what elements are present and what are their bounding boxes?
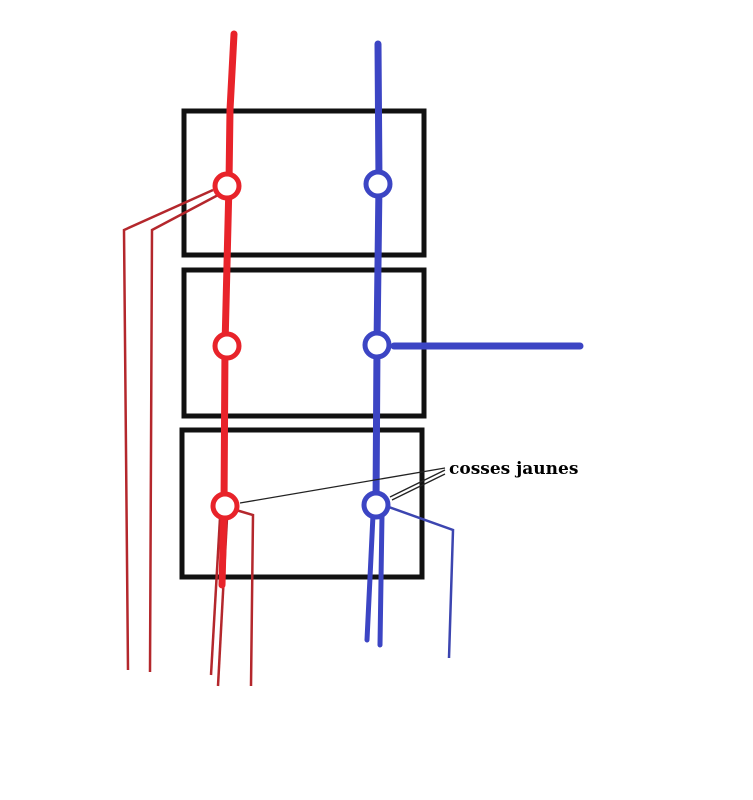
box-bottom [179, 427, 425, 580]
terminal-red-middle [212, 331, 242, 361]
left-red-wires [122, 188, 221, 673]
bottom-red-wires [209, 508, 255, 687]
terminal-red-bottom [210, 491, 240, 521]
box-top [181, 108, 427, 258]
terminal-blue-top [363, 169, 393, 199]
annotation-leaders [239, 467, 446, 504]
bottom-blue-wires [364, 512, 385, 648]
annotation-label: cosses jaunes [449, 459, 578, 479]
terminal-red-top [212, 171, 242, 201]
terminal-blue-middle [362, 330, 392, 360]
terminal-blue-bottom [361, 490, 391, 520]
blue-main-line [372, 40, 383, 509]
bottom-blue-right-wire [385, 504, 455, 659]
